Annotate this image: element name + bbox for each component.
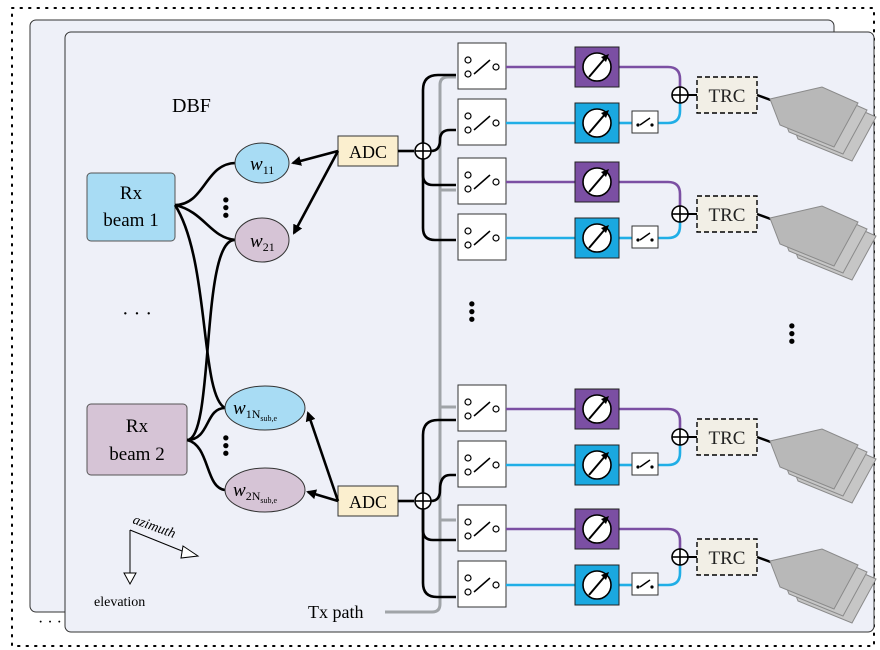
weight-w2nsub: w2Nsub,e [224,467,306,513]
trc-box-4 [696,538,758,576]
svg-text:w1Nsub,e: w1Nsub,e [233,398,277,423]
phase-shifter-purple-3 [574,388,620,430]
weight-w2n-sub: 2N [246,489,261,503]
weight-w2n-base: w [233,480,246,501]
rx-beam-2: Rx beam 2 [86,403,188,476]
stack-ellipsis: · · · [38,614,62,631]
rx-beam-1-line2: beam 1 [103,210,158,231]
adc-bottom-label: ADC [349,492,387,512]
lna-switch-4 [631,572,659,596]
adc-summer-bottom [414,492,432,510]
weight-w11-base: w [250,154,263,175]
rx-beam-1: Rx beam 1 [86,172,176,242]
trc-label-1: TRC [709,86,746,107]
trc-label-4: TRC [709,548,746,569]
switch-blue-3 [457,440,507,488]
phase-shifter-purple-2 [574,161,620,203]
phase-shifter-purple-4 [574,508,620,550]
purple-line-b-3 [619,407,682,429]
trc-box-2 [696,195,758,233]
phase-shifter-blue-2 [574,217,620,259]
horn-antenna-3 [769,428,877,504]
blue-line-c-4 [658,565,682,587]
switch-purple-1 [457,42,507,90]
adc-summer-top [414,142,432,160]
weight-w21-base: w [250,231,263,252]
weight-w1n-sub: 1N [246,407,261,421]
phase-shifter-purple-1 [574,46,620,88]
svg-text:w2Nsub,e: w2Nsub,e [233,480,277,505]
adc-bottom: ADC [337,485,399,517]
adc-top: ADC [337,135,399,167]
rx-branch-lines-upper [421,73,456,242]
weight-w2n-subsub: sub,e [260,496,277,505]
svg-text:w21: w21 [250,231,275,254]
trc-box-3 [696,418,758,456]
tx-path-lines [385,75,456,614]
weight-w11: w11 [234,142,290,184]
switch-purple-3 [457,384,507,432]
lna-switch-1 [631,110,659,134]
purple-line-b-2 [619,180,682,206]
weight-w1n-base: w [233,398,246,419]
channel-groups: TRC TRC TRC TRC [457,42,877,624]
elevation-arrow [123,572,137,586]
tx-path-label: Tx path [308,602,364,622]
rx-to-weight-connections [173,161,237,492]
lna-switch-3 [631,452,659,476]
switch-blue-1 [457,98,507,146]
switch-purple-2 [457,157,507,205]
blue-line-c-2 [658,222,682,240]
horn-antenna-4 [769,548,877,624]
adc-to-summer-lines [398,149,414,503]
rx-beam-1-line1: Rx [120,183,143,204]
weight-w11-sub: 11 [263,163,275,177]
switch-purple-4 [457,504,507,552]
weight-ellipsis-upper: ••• [214,196,239,219]
weight-w1n-subsub: sub,e [260,414,277,423]
rx-branch-lines-lower [421,418,456,599]
svg-text:w11: w11 [250,154,274,177]
channel-group-3: TRC [457,384,877,504]
trc-box-1 [696,76,758,114]
trc-label-2: TRC [709,205,746,226]
switch-blue-2 [457,213,507,261]
rx-beam-2-line2: beam 2 [109,444,164,465]
weight-w21-sub: 21 [263,240,275,254]
phase-shifter-blue-3 [574,444,620,486]
adc-to-weight-arrows [291,149,340,503]
dbf-title: DBF [172,95,211,117]
channel-ellipsis-right: ••• [780,322,805,345]
horn-antenna-2 [769,205,877,281]
phase-shifter-blue-4 [574,564,620,606]
weight-ellipsis-lower: ••• [214,434,239,457]
elevation-label: elevation [94,595,145,610]
channel-group-4: TRC [457,504,877,624]
purple-line-b-4 [619,527,682,549]
switch-blue-4 [457,560,507,608]
phase-shifter-blue-1 [574,102,620,144]
rx-beam-2-line1: Rx [126,416,149,437]
lna-switch-2 [631,225,659,249]
weight-w21: w21 [234,217,290,263]
purple-line-b-1 [619,65,682,87]
channel-ellipsis-center: ••• [460,300,485,323]
adc-top-label: ADC [349,142,387,162]
channel-group-2: TRC [457,157,877,281]
channel-group-1: TRC [457,42,877,162]
horn-antenna-1 [769,86,877,162]
rx-ellipsis: · · · [122,303,152,325]
weight-w1nsub: w1Nsub,e [224,385,306,431]
azimuth-arrow [180,545,200,559]
blue-line-c-1 [658,103,682,125]
blue-line-c-3 [658,445,682,467]
trc-label-3: TRC [709,428,746,449]
